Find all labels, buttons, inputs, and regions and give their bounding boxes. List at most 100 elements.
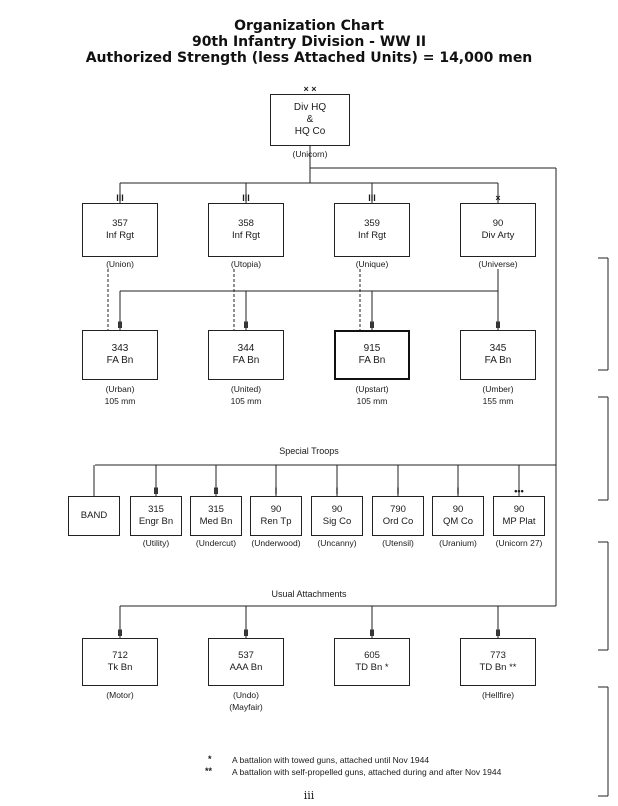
unit-label-line: HQ Co <box>294 126 326 137</box>
unit-size-symbol: × <box>495 193 501 203</box>
fa-code-name: (Urban) <box>105 384 135 394</box>
unit-label-line: Div Arty <box>481 230 515 241</box>
special-troops-code-name: (Unicorn 27) <box>495 538 543 548</box>
hq-box: Div HQ&HQ Co <box>270 94 350 146</box>
fa-caliber: 105 mm <box>104 396 136 406</box>
unit-label-line: Inf Rgt <box>106 230 134 241</box>
unit-label-line: & <box>306 114 314 125</box>
unit-label-line: FA Bn <box>106 355 134 366</box>
unit-size-symbol: II <box>117 628 123 638</box>
unit-label-line: Med Bn <box>199 516 233 527</box>
unit-label-line: QM Co <box>442 516 474 527</box>
usual-attachments-label: Usual Attachments <box>271 589 347 599</box>
attachment-code-name: (Mayfair) <box>229 702 263 712</box>
unit-label-line: 790 <box>390 504 406 515</box>
fa-caliber: 105 mm <box>356 396 388 406</box>
attachment-code-name: (Hellfire) <box>481 690 515 700</box>
attachment-code-name: (Undo) <box>233 690 259 700</box>
chart-subtitle: 90th Infantry Division - WW II <box>191 34 427 50</box>
special-troops-code-name: (Uncanny) <box>317 538 357 548</box>
special-troops-code-name: (Underwood) <box>251 538 301 548</box>
special-troops-code-name: (Uranium) <box>439 538 477 548</box>
footnote-mark-1: * <box>208 754 212 764</box>
chart-title: Organization Chart <box>234 18 384 34</box>
unit-size-symbol: I <box>335 486 339 496</box>
unit-size-symbol: II <box>243 320 249 330</box>
unit-label-line: FA Bn <box>232 355 260 366</box>
fa-code-name: (Upstart) <box>355 384 389 394</box>
unit-size-symbol: II <box>243 628 249 638</box>
unit-label-line: BAND <box>80 510 108 521</box>
unit-label-line: 343 <box>111 343 129 354</box>
special-troops-code-name: (Undercut) <box>195 538 237 548</box>
regiment-code-name: (Union) <box>106 259 134 269</box>
unit-label-line: 357 <box>112 218 128 229</box>
unit-label-line: FA Bn <box>358 355 386 366</box>
unit-label-line: 90 <box>270 504 282 515</box>
page-number: iii <box>303 789 315 802</box>
regiment-code-name: (Universe) <box>478 259 518 269</box>
unit-label-line: Sig Co <box>322 516 352 527</box>
footnote-mark-2: ** <box>205 766 213 776</box>
unit-label-line: 605 <box>364 650 380 661</box>
unit-size-symbol: I <box>396 486 400 496</box>
unit-label-line: Inf Rgt <box>358 230 386 241</box>
unit-size-symbol: II <box>369 320 375 330</box>
unit-label-line: AAA Bn <box>229 662 263 673</box>
unit-label-line: 90 <box>452 504 464 515</box>
unit-size-symbol: ••• <box>514 486 524 496</box>
unit-label-line: 345 <box>489 343 507 354</box>
unit-label-line: TD Bn * <box>355 662 389 673</box>
hq-code-name: (Unicorn) <box>292 149 328 159</box>
unit-size-symbol: II <box>495 320 501 330</box>
special-troops-code-name: (Utensil) <box>382 538 414 548</box>
fa-code-name: (Umber) <box>482 384 514 394</box>
special-troops-code-name: (Utility) <box>142 538 170 548</box>
regiment-code-name: (Unique) <box>355 259 389 269</box>
unit-label-line: 915 <box>363 343 381 354</box>
unit-label-line: TD Bn ** <box>479 662 517 673</box>
unit-label-line: Engr Bn <box>138 516 174 527</box>
regiment-code-name: (Utopia) <box>230 259 262 269</box>
unit-label-line: Ren Tp <box>260 516 292 527</box>
unit-label-line: 344 <box>237 343 255 354</box>
unit-size-symbol: II <box>495 628 501 638</box>
unit-label-line: MP Plat <box>502 516 536 527</box>
unit-label-line: 773 <box>490 650 506 661</box>
unit-size-symbol: III <box>116 193 124 203</box>
unit-label-line: 90 <box>492 218 504 229</box>
footnote-text-2: A battalion with self-propelled guns, at… <box>232 767 502 777</box>
chart-strength-line: Authorized Strength (less Attached Units… <box>85 50 533 66</box>
unit-label-line: Inf Rgt <box>232 230 260 241</box>
fa-caliber: 105 mm <box>230 396 262 406</box>
unit-size-symbol: II <box>369 628 375 638</box>
unit-label-line: 537 <box>238 650 254 661</box>
footnote-text-1: A battalion with towed guns, attached un… <box>232 755 430 765</box>
unit-size-symbol: II <box>153 486 159 496</box>
unit-label-line: 315 <box>148 504 164 515</box>
special-troops-label: Special Troops <box>279 446 339 456</box>
unit-label-line: 90 <box>513 504 525 515</box>
unit-label-line: 90 <box>331 504 343 515</box>
unit-label-line: Div HQ <box>293 102 327 113</box>
special-troops-box: BAND <box>68 496 120 536</box>
unit-size-symbol: I <box>274 486 278 496</box>
unit-label-line: Ord Co <box>382 516 414 527</box>
